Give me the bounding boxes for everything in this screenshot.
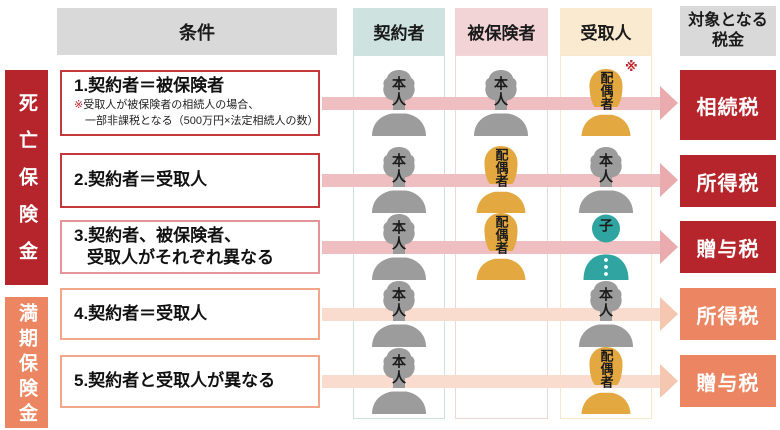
beneficiary-column-header: 受取人	[560, 8, 652, 55]
beneficiary-person-row-5: 配偶者	[576, 344, 636, 414]
death-benefit-label: 死亡保険金	[16, 93, 37, 278]
contractor-person-row-2: 本人	[369, 143, 429, 213]
person-label: 配偶者	[493, 148, 509, 187]
condition-box-3: 3.契約者、被保険者、 受取人がそれぞれ異なる	[60, 220, 320, 274]
contractor-column-header: 契約者	[353, 8, 445, 55]
person-label: 本人	[391, 287, 407, 319]
tax-box-inheritance: 相続税	[680, 70, 776, 140]
arrow-head-row-2	[660, 163, 678, 197]
person-label: 本人	[598, 287, 614, 319]
condition-box-4: 4.契約者＝受取人	[60, 288, 320, 340]
maturity-benefit-band: 満期保険金	[5, 297, 48, 428]
insured-person-row-1: 本人	[471, 66, 531, 136]
person-label: 配偶者	[598, 71, 614, 110]
tax-header-line1: 対象となる	[688, 12, 768, 29]
insured-person-row-3: 配偶者	[471, 210, 531, 280]
condition-title-5: 5.契約者と受取人が異なる	[74, 371, 276, 391]
tax-box-income-maturity: 所得税	[680, 288, 776, 340]
person-label: 子	[598, 218, 614, 232]
condition-box-1: 1.契約者＝被保険者 ※受取人が被保険者の相続人の場合、 一部非課税となる（50…	[60, 70, 320, 136]
maturity-benefit-label: 満期保険金	[16, 303, 37, 428]
person-label: 本人	[391, 76, 407, 108]
arrow-head-row-1	[660, 86, 678, 120]
contractor-person-row-5: 本人	[369, 344, 429, 414]
arrow-head-row-3	[660, 230, 678, 264]
tax-box-income-death: 所得税	[680, 155, 776, 207]
condition-column-header: 条件	[57, 8, 337, 55]
person-label: 本人	[493, 76, 509, 108]
contractor-person-row-1: 本人	[369, 66, 429, 136]
person-label: 本人	[391, 220, 407, 252]
contractor-person-row-4: 本人	[369, 277, 429, 347]
contractor-person-row-3: 本人	[369, 210, 429, 280]
person-label: 本人	[391, 354, 407, 386]
insured-column-header: 被保険者	[455, 8, 548, 55]
tax-header-line2: 税金	[711, 32, 744, 49]
beneficiary-asterisk-mark: ※	[625, 59, 638, 74]
condition-title-3-line2: 受取人がそれぞれ異なる	[87, 248, 274, 267]
insured-person-row-2: 配偶者	[471, 143, 531, 213]
arrow-head-row-5	[660, 364, 678, 398]
condition-title-2: 2.契約者＝受取人	[74, 170, 208, 190]
condition-title-1: 1.契約者＝被保険者	[74, 76, 225, 95]
person-label: 本人	[391, 153, 407, 185]
beneficiary-person-row-4: 本人	[576, 277, 636, 347]
condition-box-2: 2.契約者＝受取人	[60, 153, 320, 208]
arrow-head-row-4	[660, 297, 678, 331]
tax-box-gift-maturity: 贈与税	[680, 355, 776, 407]
condition-box-5: 5.契約者と受取人が異なる	[60, 355, 320, 408]
condition-note-line1: ※受取人が被保険者の相続人の場合、	[74, 99, 260, 112]
tax-box-gift-death: 贈与税	[680, 221, 776, 273]
beneficiary-person-row-1: 配偶者	[576, 66, 636, 136]
person-label: 配偶者	[598, 349, 614, 388]
note-asterisk: ※	[74, 99, 84, 112]
person-label: 本人	[598, 153, 614, 185]
person-label: 配偶者	[493, 215, 509, 254]
death-benefit-band: 死亡保険金	[5, 70, 48, 285]
condition-title-4: 4.契約者＝受取人	[74, 303, 208, 323]
beneficiary-person-row-3: 子	[576, 210, 636, 280]
tax-column-header: 対象となる 税金	[680, 6, 776, 56]
beneficiary-person-row-2: 本人	[576, 143, 636, 213]
condition-title-3-line1: 3.契約者、被保険者、	[74, 225, 242, 245]
condition-note-line2: 一部非課税となる（500万円×法定相続人の数）	[85, 115, 319, 128]
